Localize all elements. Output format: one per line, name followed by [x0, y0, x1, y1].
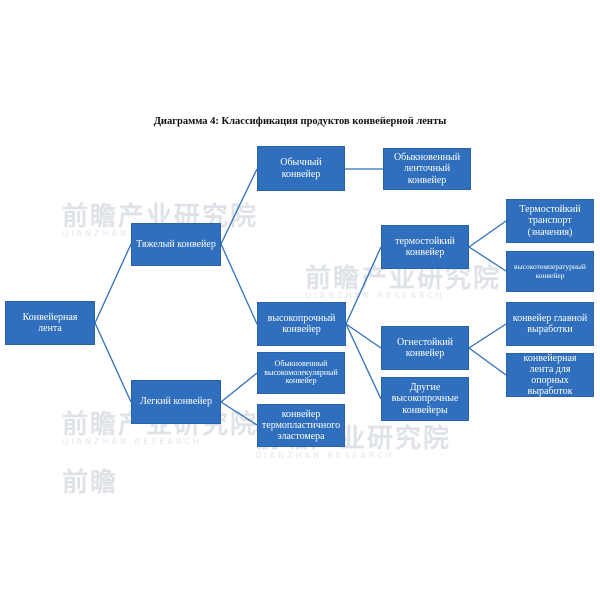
link-light-tpe [220, 401, 258, 426]
link-root-light [94, 322, 132, 403]
link-light-hmw [220, 372, 258, 403]
node-ordinary: Обычный конвейер [257, 146, 345, 191]
node-root: Конвейерная лента [5, 301, 95, 345]
node-support-mine: конвейерная лента для опорных выработок [506, 353, 594, 397]
node-tpe: конвейер термопластичного эластомера [257, 404, 345, 447]
link-highstrength-heat [345, 246, 382, 325]
link-heat-hightemp [468, 246, 507, 272]
node-hmw: Обыкновенный высокомолекулярный конвейер [257, 352, 345, 394]
link-heat-transport [468, 220, 507, 248]
link-root-heavy [94, 243, 132, 324]
node-heavy: Тяжелый конвейер [131, 223, 221, 266]
diagram-title: Диаграмма 4: Классификация продуктов кон… [153, 116, 447, 127]
node-high-temp: высокотемпературный конвейер [506, 251, 594, 292]
node-fire-resistant: Огнестойкий конвейер [381, 326, 469, 370]
node-main-mine: конвейер главной выработки [506, 302, 594, 346]
node-heat-transport: Термостойкий транспорт (значения) [506, 199, 594, 243]
node-light: Легкий конвейер [131, 380, 221, 424]
node-heat-resistant: термостойкий конвейер [381, 225, 469, 269]
link-highstrength-other [345, 323, 382, 400]
node-ordinary-belt: Обыкновенный ленточный конвейер [383, 148, 471, 190]
link-highstrength-fire [345, 323, 382, 349]
node-high-strength: высокопрочный конвейер [257, 302, 346, 346]
link-fire-support [468, 347, 507, 376]
node-other-high: Другие высокопрочные конвейеры [381, 377, 469, 421]
link-fire-main [468, 323, 507, 349]
link-heavy-highstrength [220, 243, 258, 325]
link-heavy-ordinary [220, 168, 258, 245]
